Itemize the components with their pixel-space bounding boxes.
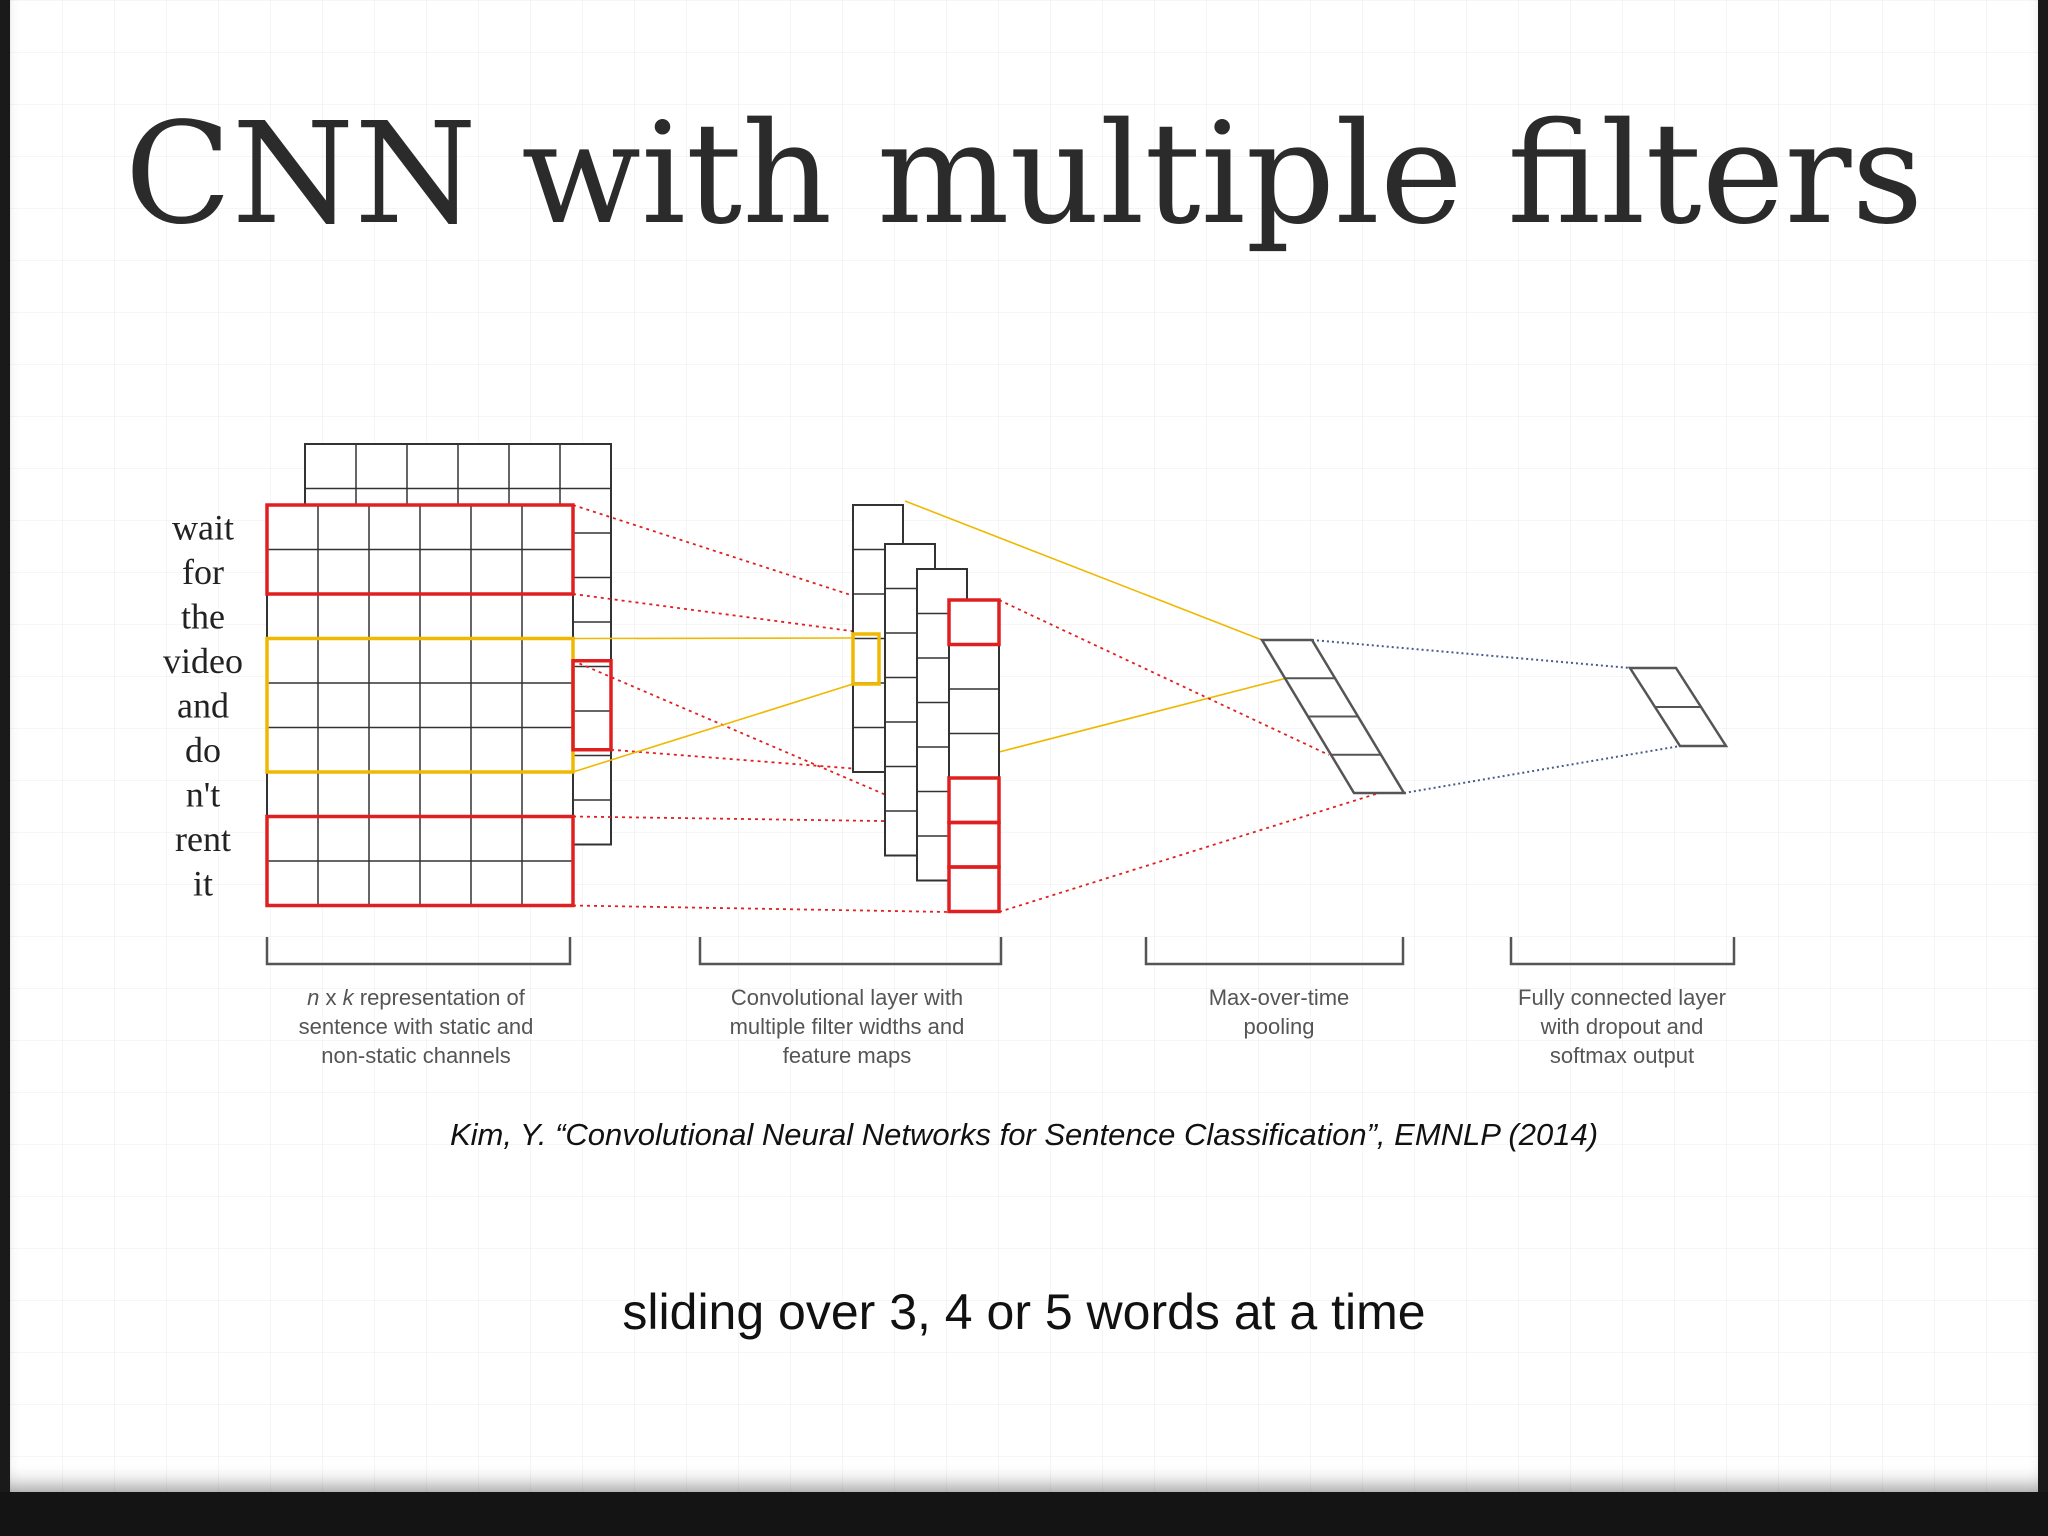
caption-bracket — [1509, 937, 1736, 966]
conn-yellow — [572, 683, 854, 773]
conn-red — [572, 904, 950, 913]
slide-title: CNN with multiple filters — [124, 93, 1924, 256]
caption-bracket — [1144, 937, 1405, 966]
caption-line: multiple filter widths and — [730, 1014, 965, 1039]
word-label: wait — [172, 507, 234, 547]
bottom-bar — [0, 1492, 2048, 1536]
conn-yellow — [998, 677, 1288, 753]
caption-convolution: Convolutional layer with multiple filter … — [698, 937, 1003, 1068]
conn-blue — [1311, 639, 1631, 669]
conn-yellow — [572, 637, 854, 640]
conn-blue — [1403, 745, 1681, 794]
feature-yellow-cell — [851, 632, 881, 686]
caption-line: Max-over-time — [1209, 985, 1350, 1010]
word-label: and — [177, 685, 229, 725]
feature-maps — [851, 504, 1001, 914]
caption-line: feature maps — [783, 1043, 911, 1068]
filter-region-red-back — [571, 659, 613, 752]
caption-line: Fully connected layer — [1518, 985, 1726, 1010]
word-label: n't — [186, 774, 221, 814]
caption-line: non-static channels — [321, 1043, 511, 1068]
feature-red-cell — [947, 865, 1001, 914]
conn-yellow — [904, 500, 1263, 641]
layer-captions: n x k representation of sentence with sta… — [265, 937, 1736, 1068]
caption-line: softmax output — [1550, 1043, 1694, 1068]
word-label: the — [181, 596, 225, 636]
caption-line: n x k representation of — [307, 985, 526, 1010]
caption-pooling: Max-over-time pooling — [1144, 937, 1405, 1039]
conn-red — [998, 599, 1330, 756]
caption-fully-connected: Fully connected layer with dropout and sof… — [1509, 937, 1736, 1068]
connection-lines — [572, 500, 1681, 913]
word-label: it — [193, 863, 213, 903]
caption-line: pooling — [1244, 1014, 1315, 1039]
word-label: video — [163, 641, 243, 681]
word-label: for — [182, 552, 224, 592]
fully-connected-layer — [1627, 666, 1729, 748]
caption-line: with dropout and — [1540, 1014, 1704, 1039]
caption-line: Convolutional layer with — [731, 985, 963, 1010]
feature-map-4 — [948, 599, 1000, 913]
filter-region-red-top — [265, 503, 575, 596]
word-label: rent — [175, 819, 231, 859]
filter-region-red-bottom — [265, 814, 575, 908]
matrix-front-channel — [266, 504, 574, 907]
pooling-layer — [1259, 638, 1407, 795]
caption-bracket — [265, 937, 572, 966]
sentence-matrix — [265, 443, 613, 908]
caption-bracket — [698, 937, 1003, 966]
citation: Kim, Y. “Convolutional Neural Networks f… — [449, 1117, 1599, 1152]
caption-line: sentence with static and — [299, 1014, 534, 1039]
conn-red — [572, 659, 950, 823]
feature-red-cell — [947, 598, 1001, 647]
conn-red — [998, 792, 1380, 913]
caption-representation: n x k representation of sentence with sta… — [265, 937, 572, 1068]
footnote-text: sliding over 3, 4 or 5 words at a time — [622, 1284, 1426, 1340]
word-label: do — [185, 730, 221, 770]
